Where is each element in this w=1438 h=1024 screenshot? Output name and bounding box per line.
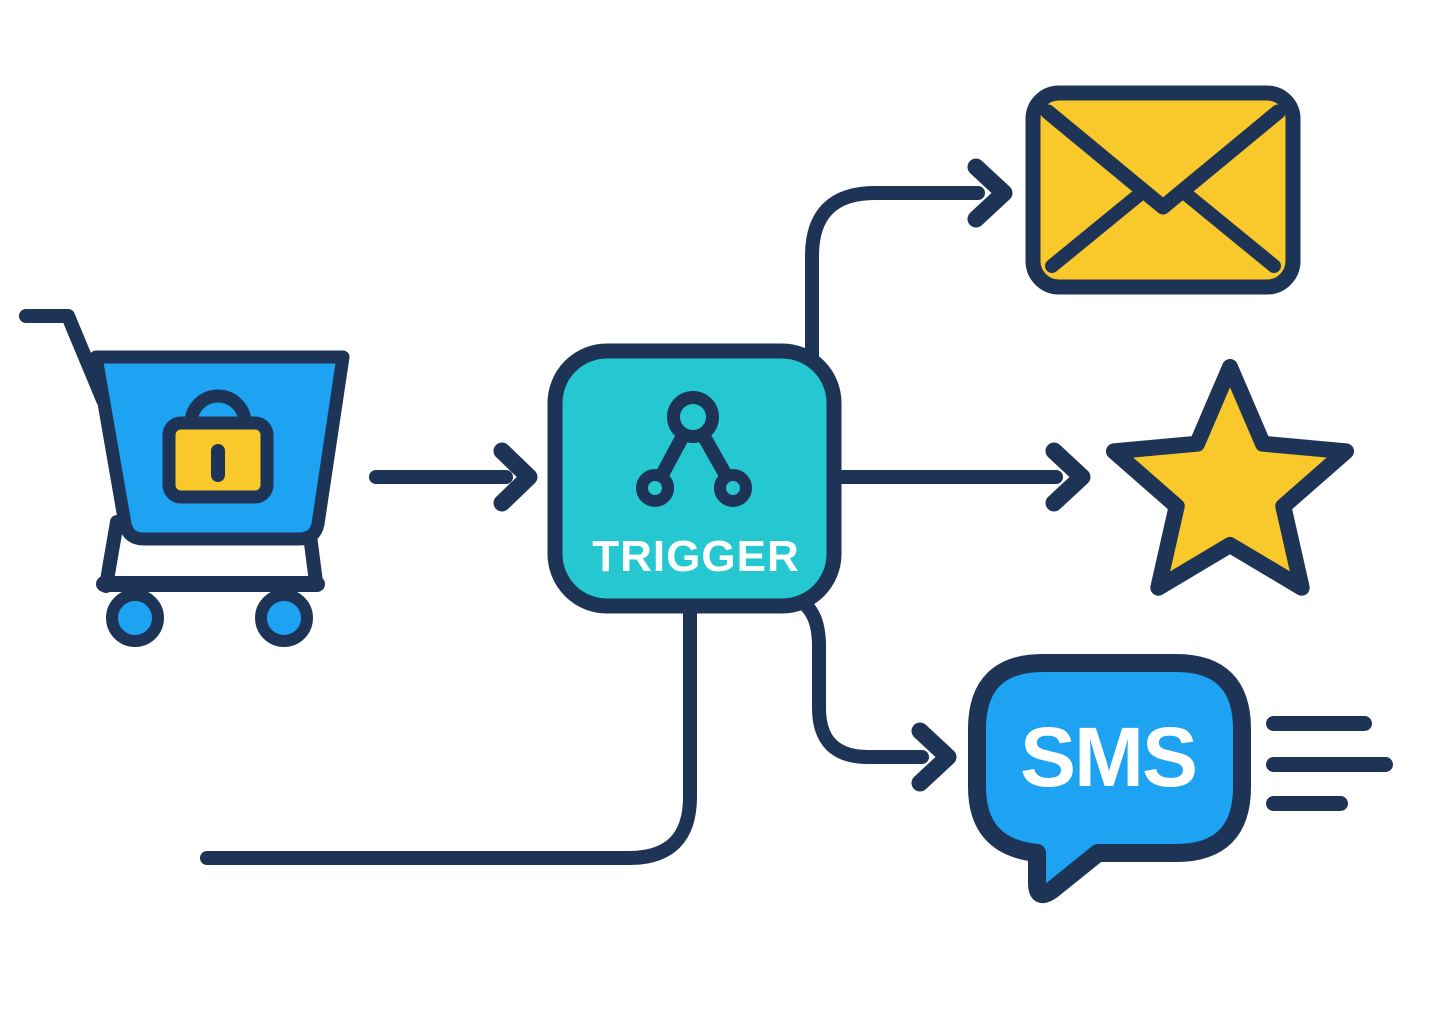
arrow-head (493, 442, 538, 512)
cart-handle (19, 309, 110, 407)
envelope-body (1025, 85, 1301, 295)
envelope-bottom-folds (1045, 187, 1281, 273)
speed-line (1266, 757, 1393, 772)
arrow-head (1045, 442, 1091, 512)
arrow-trigger-to-star (831, 442, 1091, 512)
arrow-cart-to-trigger (369, 442, 538, 512)
arrow-shaft (805, 186, 985, 365)
branch-node-top (667, 391, 719, 443)
arrow-trigger-to-email (805, 158, 1013, 365)
cart-left-strut (99, 515, 124, 593)
trigger-box (547, 343, 842, 614)
lock-keyhole (211, 444, 225, 482)
arrow-shaft (793, 594, 929, 764)
lock-shackle (184, 389, 252, 437)
line-trigger-to-bottom-left (200, 596, 697, 865)
trigger-node: TRIGGER (547, 343, 842, 614)
envelope-flap (1040, 104, 1286, 215)
arrow-head (911, 722, 957, 792)
arrow-head (967, 158, 1013, 228)
cart-wheel-right (255, 589, 313, 647)
branch-node-left (636, 469, 674, 507)
line-path (200, 596, 697, 865)
star-shape (1106, 359, 1354, 596)
locked-shopping-cart-icon (19, 309, 350, 647)
envelope-icon (1025, 85, 1301, 295)
arrow-trigger-to-sms (793, 594, 957, 792)
speech-bubble-icon: SMS (968, 654, 1393, 904)
speed-line (1266, 796, 1348, 811)
trigger-label: TRIGGER (592, 532, 799, 581)
branch-nodes-icon (636, 391, 752, 507)
bubble-body (968, 654, 1251, 904)
speed-line (1266, 716, 1372, 731)
sms-label: SMS (1020, 710, 1196, 804)
cart-wheel-left (106, 589, 164, 647)
speed-lines (1266, 716, 1393, 811)
branch-node-right (714, 469, 752, 507)
star-icon (1106, 359, 1354, 596)
